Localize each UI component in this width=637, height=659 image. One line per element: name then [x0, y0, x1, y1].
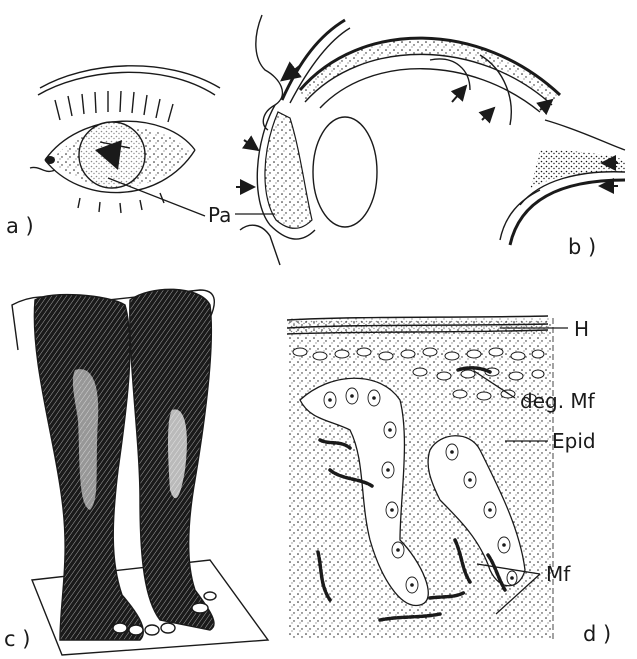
panel-label-d: d ): [583, 622, 611, 646]
mf-leader-1: [476, 563, 541, 575]
panel-label-b: b ): [568, 235, 596, 259]
epid-label: Epid: [552, 429, 596, 453]
panel-label-a: a ): [6, 214, 34, 238]
panel-b-arrows: [236, 61, 618, 195]
panel-b-eye-section-drawing: [239, 14, 626, 266]
panel-label-c: c ): [4, 627, 30, 651]
panel-d-histology-drawing: [286, 315, 554, 640]
mf-leader-2: [495, 573, 541, 615]
deg-mf-leader: [473, 370, 516, 399]
panel-c-legs-drawing: [11, 288, 270, 656]
panel-a-eye-drawing: [29, 65, 221, 214]
h-label: H: [574, 317, 589, 341]
mf-label: Mf: [546, 562, 571, 586]
pa-label: Pa: [208, 203, 231, 227]
pa-leader-eye: [107, 177, 206, 217]
deg-mf-label: deg. Mf: [520, 389, 596, 413]
